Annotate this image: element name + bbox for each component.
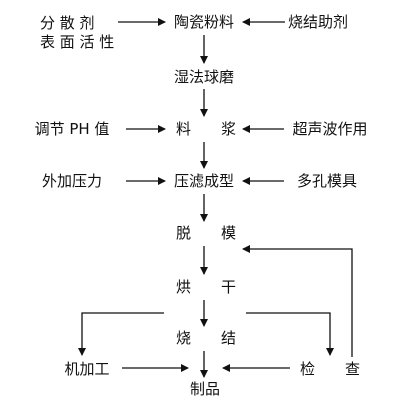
sintering-node: 烧 结 [175, 329, 237, 347]
adjust-ph-label: 调节 PH 值 [34, 120, 110, 138]
porous-mold-label: 多孔模具 [296, 172, 358, 190]
wet-ball-milling-node: 湿法球磨 [173, 68, 235, 86]
dispersant-label-line2: 表 面 活 性 [40, 33, 115, 51]
sintering-aid-label: 烧结助剂 [287, 13, 349, 31]
ultrasonic-label: 超声波作用 [292, 120, 368, 138]
pressure-filtration-node: 压滤成型 [173, 172, 235, 190]
dispersant-label: 分 散 剂 表 面 活 性 [40, 14, 114, 52]
arrow-sintering-to-inspection [246, 312, 334, 356]
product-node: 制品 [189, 380, 221, 398]
arrow-sintering-to-machining [78, 312, 164, 356]
machining-label: 机加工 [64, 360, 110, 378]
arrow-inspection-to-demolding [242, 245, 353, 357]
external-pressure-label: 外加压力 [41, 172, 103, 190]
drying-node: 烘 干 [175, 278, 237, 296]
ceramic-powder-node: 陶瓷粉料 [173, 13, 235, 31]
inspection-label: 检 查 [299, 360, 361, 378]
slurry-node: 料 浆 [175, 120, 237, 138]
demolding-node: 脱 模 [175, 224, 237, 242]
dispersant-label-line1: 分 散 剂 [40, 14, 95, 32]
